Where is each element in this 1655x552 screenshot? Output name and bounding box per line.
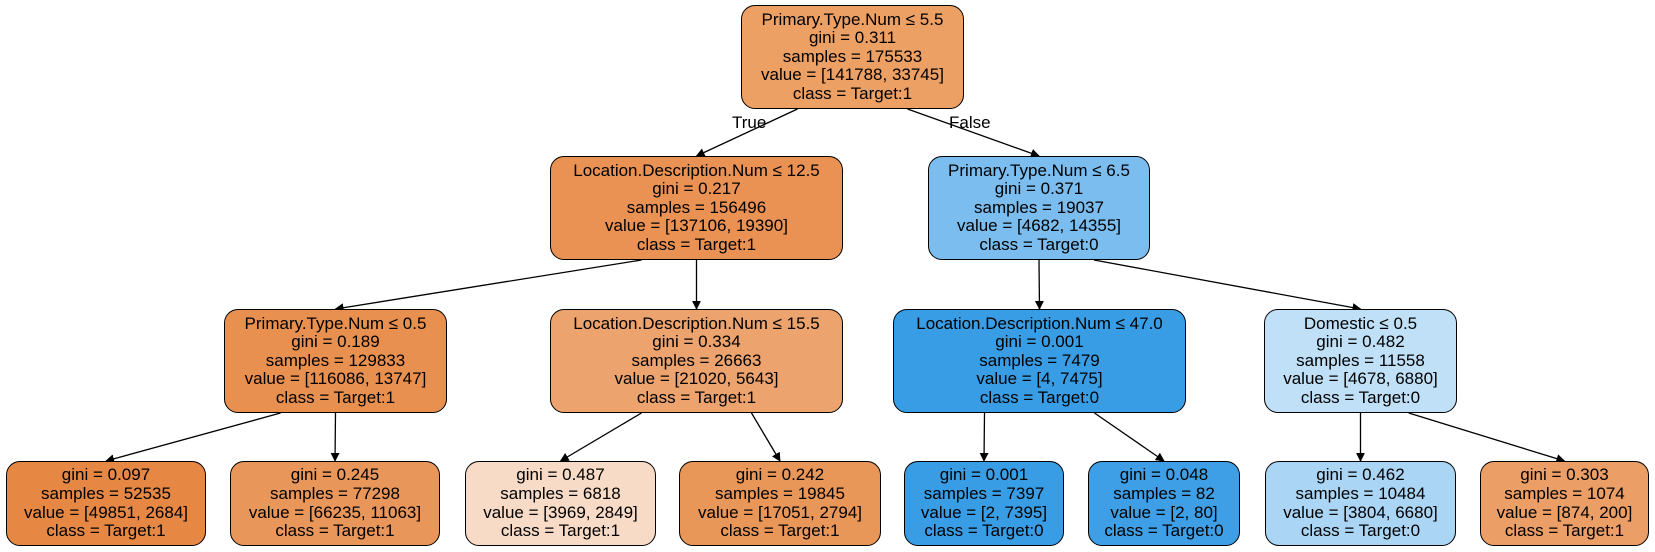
node-rule: Domestic ≤ 0.5 xyxy=(1303,313,1418,333)
node-value: value = [874, 200] xyxy=(1496,502,1633,522)
node-samples: samples = 156496 xyxy=(626,197,767,217)
node-value: value = [21020, 5643] xyxy=(614,369,779,389)
node-samples: samples = 7479 xyxy=(979,350,1100,370)
node-class: class = Target:1 xyxy=(500,521,621,541)
node-value: value = [2, 7395] xyxy=(920,502,1048,522)
edge-label-false: False xyxy=(949,113,991,132)
node-gini: gini = 0.189 xyxy=(291,332,380,352)
node-gini: gini = 0.217 xyxy=(652,179,741,199)
node-class: class = Target:0 xyxy=(924,521,1044,541)
node-value: value = [2, 80] xyxy=(1110,502,1218,522)
node-samples: samples = 26663 xyxy=(631,350,762,370)
tree-edge-n2-n6 xyxy=(1093,259,1362,312)
tree-edge-n5-n12 xyxy=(1094,412,1165,462)
node-class: class = Target:1 xyxy=(792,83,913,103)
node-gini: gini = 0.097 xyxy=(61,465,151,485)
tree-edge-n6-n14 xyxy=(1408,412,1566,463)
node-value: value = [49851, 2684] xyxy=(24,502,188,522)
node-value: value = [141788, 33745] xyxy=(761,65,944,85)
node-value: value = [3804, 6680] xyxy=(1283,502,1438,522)
node-gini: gini = 0.334 xyxy=(652,332,741,352)
node-rule: Primary.Type.Num ≤ 6.5 xyxy=(948,160,1130,180)
tree-node-root: Primary.Type.Num ≤ 5.5 gini = 0.311 samp… xyxy=(741,5,964,109)
tree-node: Primary.Type.Num ≤ 0.5 gini = 0.189 samp… xyxy=(224,309,447,413)
node-value: value = [66235, 11063] xyxy=(248,502,422,522)
tree-leaf: gini = 0.245 samples = 77298 value = [66… xyxy=(230,461,440,546)
tree-node: Location.Description.Num ≤ 12.5 gini = 0… xyxy=(550,156,843,260)
tree-edge-n4-n9 xyxy=(559,412,642,462)
tree-edge-n3-n8 xyxy=(330,412,340,462)
tree-leaf: gini = 0.001 samples = 7397 value = [2, … xyxy=(904,461,1064,546)
node-gini: gini = 0.462 xyxy=(1316,465,1405,485)
tree-node: Primary.Type.Num ≤ 6.5 gini = 0.371 samp… xyxy=(928,156,1150,260)
node-gini: gini = 0.245 xyxy=(290,465,380,485)
tree-edge-n3-n7 xyxy=(105,412,281,464)
node-class: class = Target:1 xyxy=(636,387,757,407)
node-value: value = [137106, 19390] xyxy=(605,216,788,236)
node-class: class = Target:1 xyxy=(46,521,166,541)
node-samples: samples = 7397 xyxy=(923,483,1045,503)
node-rule: Location.Description.Num ≤ 12.5 xyxy=(573,160,820,180)
tree-leaf: gini = 0.462 samples = 10484 value = [38… xyxy=(1265,461,1456,546)
tree-node: Location.Description.Num ≤ 47.0 gini = 0… xyxy=(893,309,1186,413)
node-gini: gini = 0.311 xyxy=(808,28,897,48)
tree-leaf: gini = 0.048 samples = 82 value = [2, 80… xyxy=(1088,461,1240,546)
tree-leaf: gini = 0.303 samples = 1074 value = [874… xyxy=(1480,461,1649,546)
node-class: class = Target:1 xyxy=(1504,521,1625,541)
node-gini: gini = 0.001 xyxy=(939,465,1029,485)
node-value: value = [3969, 2849] xyxy=(483,502,638,522)
node-gini: gini = 0.001 xyxy=(995,332,1084,352)
tree-edge-n0-n1 xyxy=(695,108,798,157)
node-samples: samples = 52535 xyxy=(41,483,171,503)
node-rule: Location.Description.Num ≤ 15.5 xyxy=(573,313,820,333)
node-class: class = Target:0 xyxy=(1300,521,1421,541)
tree-leaf: gini = 0.242 samples = 19845 value = [17… xyxy=(679,461,881,546)
edge-label-true: True xyxy=(732,113,767,132)
tree-edge-n5-n11 xyxy=(979,412,989,462)
node-class: class = Target:1 xyxy=(275,387,396,407)
tree-edge-n0-n2 xyxy=(907,108,1040,158)
node-gini: gini = 0.371 xyxy=(994,179,1084,199)
tree-leaf: gini = 0.097 samples = 52535 value = [49… xyxy=(6,461,206,546)
node-value: value = [4, 7475] xyxy=(976,369,1103,389)
node-class: class = Target:0 xyxy=(979,234,1099,254)
node-rule: Location.Description.Num ≤ 47.0 xyxy=(916,313,1163,333)
node-gini: gini = 0.048 xyxy=(1119,465,1209,485)
node-class: class = Target:0 xyxy=(1300,387,1421,407)
node-class: class = Target:1 xyxy=(275,521,395,541)
tree-node: Domestic ≤ 0.5 gini = 0.482 samples = 11… xyxy=(1264,309,1457,413)
node-gini: gini = 0.242 xyxy=(735,465,825,485)
node-samples: samples = 77298 xyxy=(270,483,400,503)
node-value: value = [116086, 13747] xyxy=(244,369,427,389)
node-class: class = Target:0 xyxy=(979,387,1100,407)
node-samples: samples = 10484 xyxy=(1295,483,1426,503)
node-value: value = [17051, 2794] xyxy=(698,502,862,522)
node-samples: samples = 19037 xyxy=(974,197,1104,217)
node-gini: gini = 0.482 xyxy=(1316,332,1405,352)
node-samples: samples = 19845 xyxy=(715,483,845,503)
tree-leaf: gini = 0.487 samples = 6818 value = [396… xyxy=(465,461,656,546)
tree-node: Location.Description.Num ≤ 15.5 gini = 0… xyxy=(550,309,843,413)
tree-edge-n1-n3 xyxy=(334,259,642,313)
node-class: class = Target:1 xyxy=(720,521,840,541)
node-value: value = [4678, 6880] xyxy=(1283,369,1438,389)
node-samples: samples = 6818 xyxy=(500,483,621,503)
tree-edge-n2-n5 xyxy=(1034,259,1044,310)
node-value: value = [4682, 14355] xyxy=(957,216,1121,236)
tree-edge-n4-n10 xyxy=(750,412,781,462)
node-samples: samples = 129833 xyxy=(265,350,406,370)
node-class: class = Target:1 xyxy=(636,234,757,254)
node-samples: samples = 82 xyxy=(1113,483,1215,503)
node-samples: samples = 175533 xyxy=(782,46,923,66)
node-rule: Primary.Type.Num ≤ 0.5 xyxy=(244,313,427,333)
node-class: class = Target:0 xyxy=(1104,521,1224,541)
node-gini: gini = 0.303 xyxy=(1520,465,1609,485)
node-gini: gini = 0.487 xyxy=(516,465,605,485)
node-samples: samples = 11558 xyxy=(1296,350,1425,370)
node-rule: Primary.Type.Num ≤ 5.5 xyxy=(761,9,944,29)
node-samples: samples = 1074 xyxy=(1504,483,1625,503)
